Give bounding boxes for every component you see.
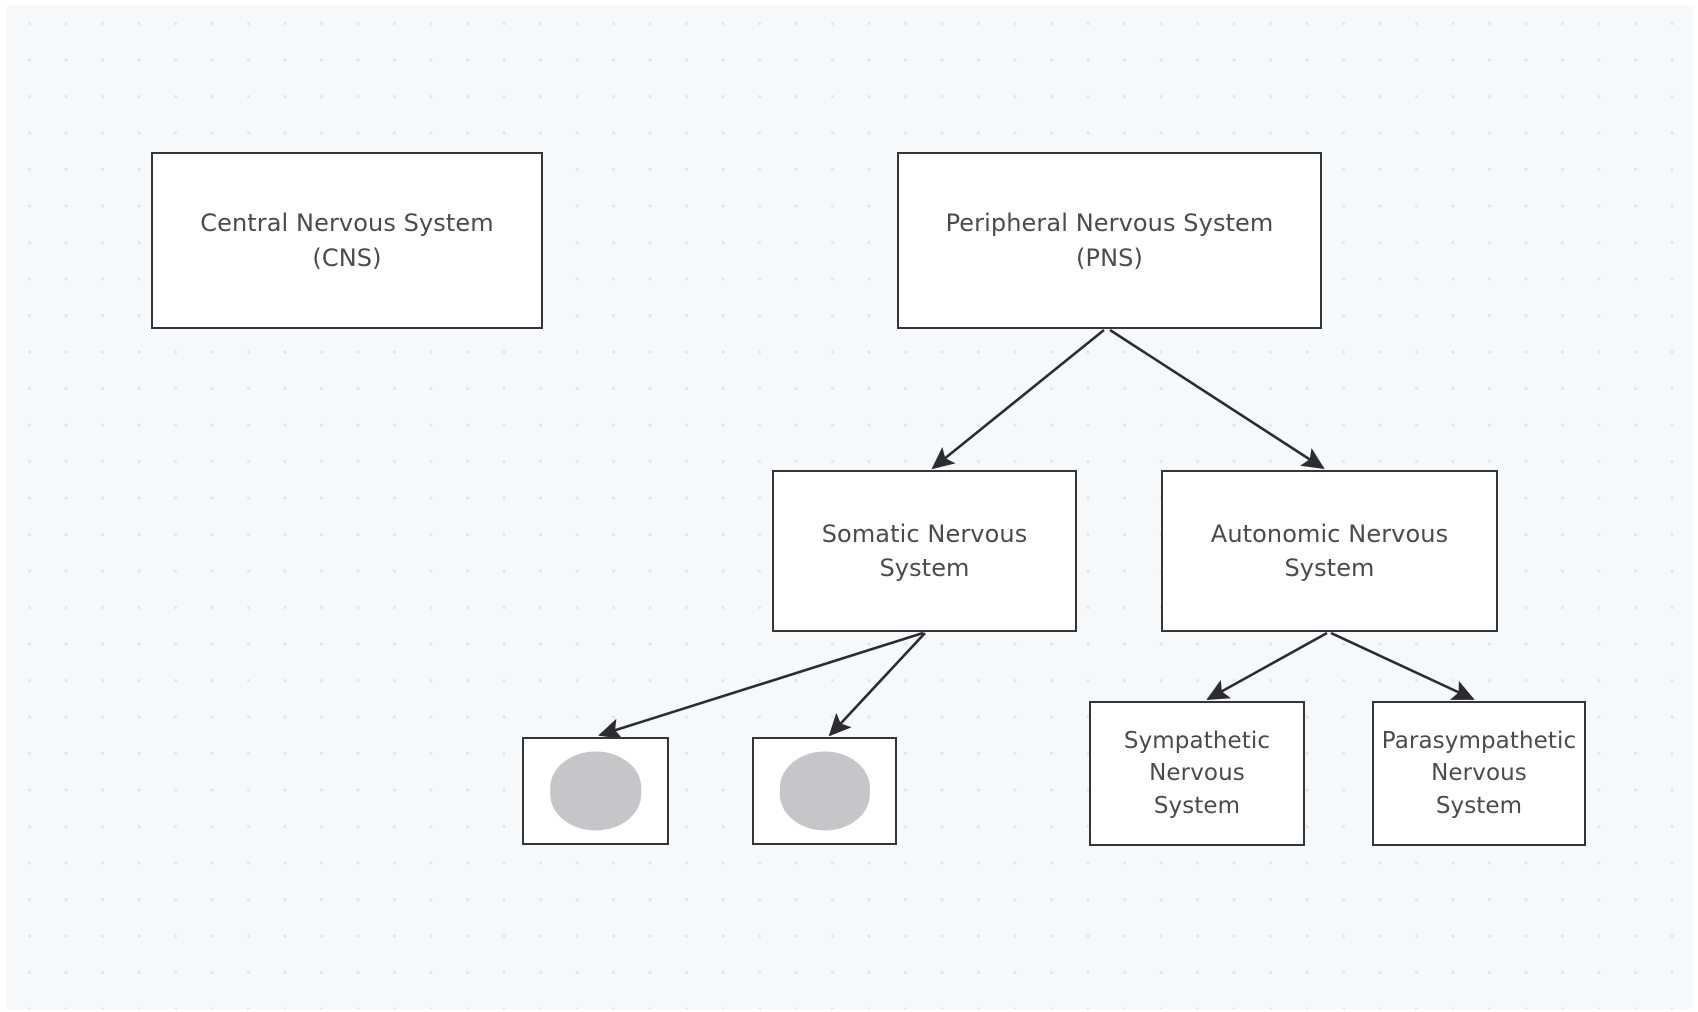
node-cns[interactable]: Central Nervous System (CNS): [151, 152, 543, 329]
edge-autonomic-parasympathetic[interactable]: [1330, 631, 1475, 701]
node-pns[interactable]: Peripheral Nervous System (PNS): [897, 152, 1322, 329]
placeholder-shape: [549, 751, 642, 831]
edge-pns-somatic[interactable]: [931, 328, 1105, 470]
node-label: Autonomic Nervous System: [1210, 519, 1449, 582]
edge-somatic-placeholder-2[interactable]: [828, 632, 926, 737]
node-label: Sympathetic Nervous System: [1123, 727, 1271, 819]
canvas-top-edge: [0, 0, 1698, 6]
node-sympathetic[interactable]: Sympathetic Nervous System: [1089, 701, 1305, 846]
node-autonomic[interactable]: Autonomic Nervous System: [1161, 470, 1498, 632]
canvas-right-edge: [1694, 0, 1698, 1012]
node-parasympathetic[interactable]: Parasympathetic Nervous System: [1372, 701, 1586, 846]
canvas-left-edge: [0, 0, 6, 1012]
node-placeholder-1[interactable]: [522, 737, 669, 845]
edge-somatic-placeholder-1[interactable]: [598, 631, 924, 739]
placeholder-shape: [779, 751, 870, 831]
node-label: Parasympathetic Nervous System: [1381, 727, 1577, 819]
node-label: Somatic Nervous System: [821, 519, 1028, 582]
node-label: Central Nervous System (CNS): [200, 209, 494, 272]
edge-autonomic-sympathetic[interactable]: [1206, 631, 1328, 701]
edge-pns-autonomic[interactable]: [1109, 328, 1325, 470]
node-somatic[interactable]: Somatic Nervous System: [772, 470, 1077, 632]
node-placeholder-2[interactable]: [752, 737, 897, 845]
node-label: Peripheral Nervous System (PNS): [945, 209, 1274, 272]
